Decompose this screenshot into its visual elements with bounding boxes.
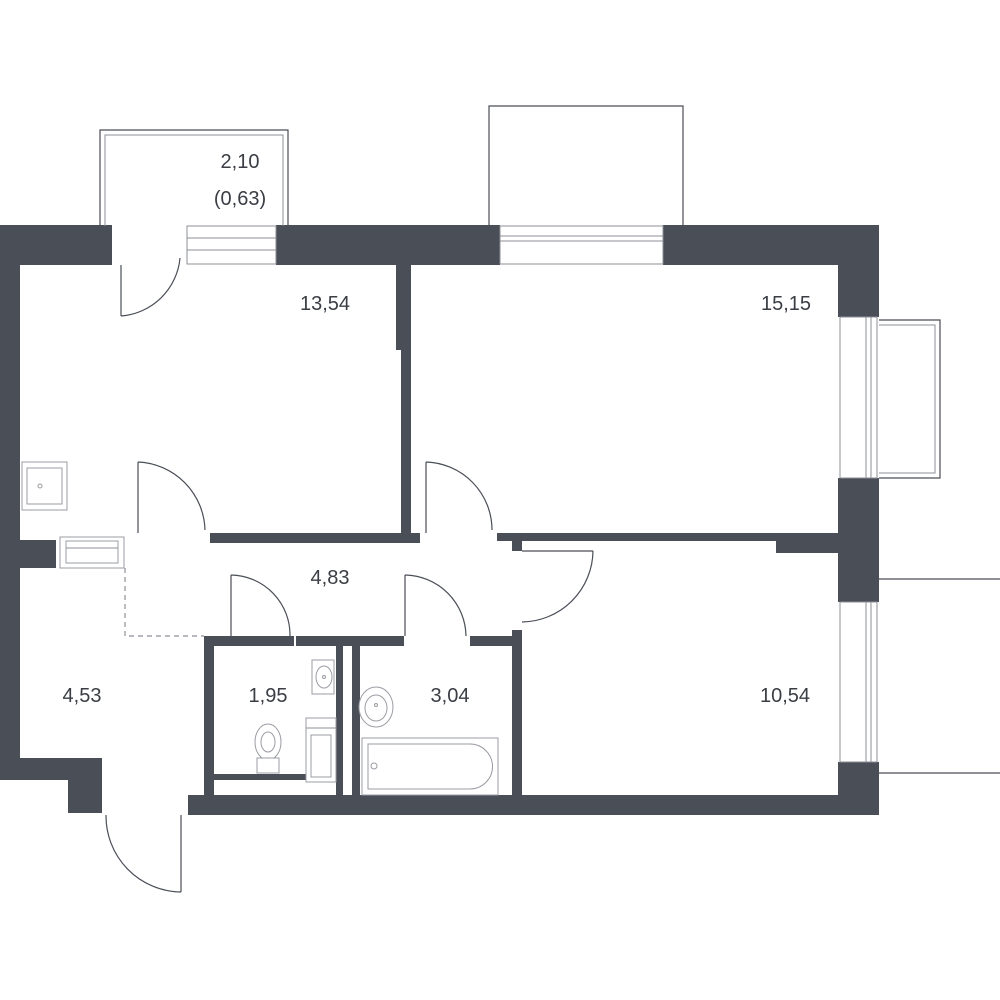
wc-fixtures (254, 659, 337, 783)
area-label-bedroom-large: 15,15 (761, 293, 811, 315)
stove-icon (59, 536, 125, 569)
bathtub-icon (361, 737, 499, 796)
zone-boundary (124, 568, 204, 637)
doors (105, 257, 594, 893)
sink-icon (21, 461, 68, 511)
interior-walls (18, 265, 842, 806)
windows (186, 225, 878, 763)
area-label-bedroom-small: 10,54 (760, 685, 810, 707)
area-label-entrance: 4,53 (63, 685, 102, 707)
kitchen-fixtures (21, 461, 125, 569)
washing-machine-icon (305, 717, 337, 783)
area-label-wc: 1,95 (249, 685, 288, 707)
bathroom-fixtures (358, 686, 499, 796)
area-label-bathroom: 3,04 (431, 685, 470, 707)
area-label-balcony-reduced: (0,63) (214, 188, 266, 210)
washbasin-icon (358, 686, 394, 728)
washbasin-icon (311, 659, 335, 695)
area-label-hall: 4,83 (311, 567, 350, 589)
area-labels: 2,10 (0,63) 13,54 15,15 4,83 4,53 1,95 3… (63, 151, 812, 707)
area-label-balcony: 2,10 (221, 151, 260, 173)
area-label-kitchen: 13,54 (300, 293, 350, 315)
exterior-walls (0, 225, 879, 815)
toilet-icon (254, 723, 282, 774)
balconies (99, 105, 1000, 774)
